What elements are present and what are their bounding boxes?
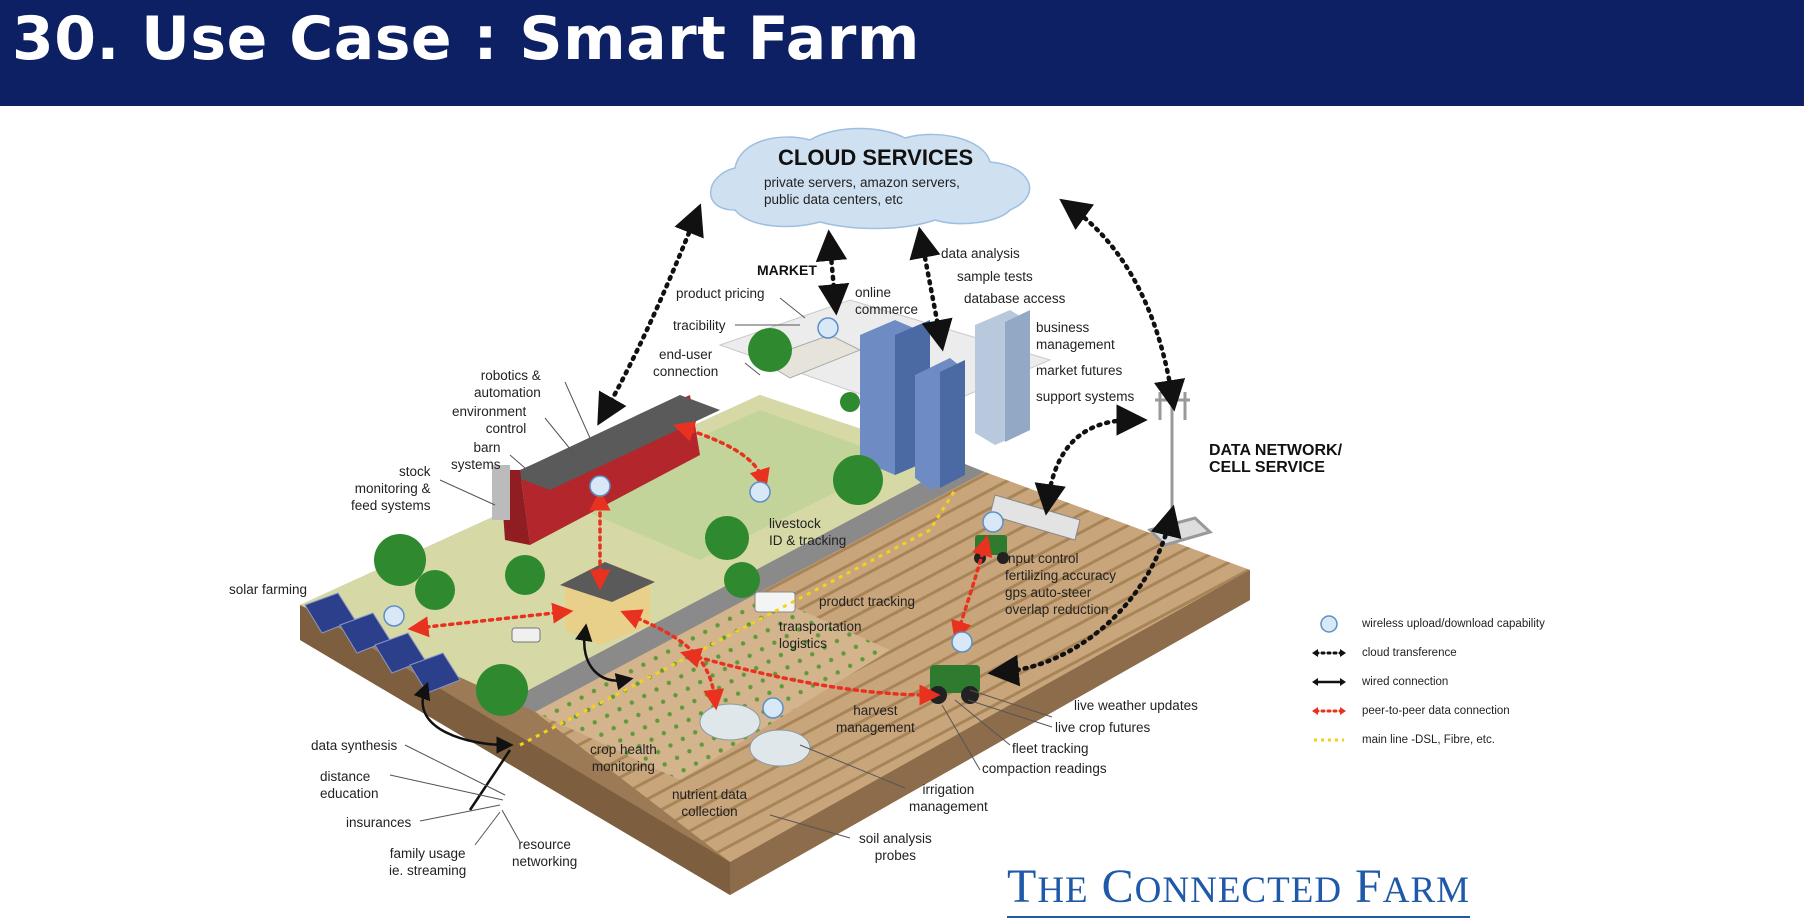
label-compaction-readings: compaction readings: [982, 761, 1107, 776]
label-product-tracking: product tracking: [819, 594, 916, 609]
label-live-crop-futures: live crop futures: [1055, 720, 1151, 735]
legend-label: main line -DSL, Fibre, etc.: [1362, 734, 1495, 746]
cloud-transference-arrows: [597, 198, 1186, 687]
office-buildings: [860, 310, 1030, 490]
legend-item-cloud-transference: cloud transference: [1310, 644, 1457, 662]
label-nutrient-data-collection: nutrient data collection: [672, 787, 748, 819]
trees: [374, 328, 883, 716]
wired-connections: [413, 623, 634, 811]
label-database-access: database access: [964, 291, 1066, 306]
label-crop-health-monitoring: crop health monitoring: [590, 742, 657, 774]
cloud-services-title: CLOUD SERVICES: [778, 145, 974, 170]
label-family-usage: family usage ie. streaming: [389, 846, 467, 878]
legend-label: peer-to-peer data connection: [1362, 705, 1510, 717]
cell-tower: [1147, 392, 1213, 547]
label-resource-networking: resource networking: [512, 837, 578, 869]
label-robotics-automation: robotics & automation: [474, 368, 541, 400]
legend-item-wireless: wireless upload/download capability: [1310, 615, 1545, 633]
label-transportation-logistics: transportation logistics: [779, 619, 862, 651]
label-data-network: DATA NETWORK/ CELL SERVICE: [1209, 442, 1343, 476]
label-support-systems: support systems: [1036, 389, 1135, 404]
yellow-dotted-line-icon: [1310, 731, 1348, 749]
label-online-commerce: online commerce: [855, 285, 919, 317]
label-product-pricing: product pricing: [676, 286, 765, 301]
legend-label: wired connection: [1362, 676, 1449, 688]
label-sample-tests: sample tests: [957, 269, 1033, 284]
legend-label: wireless upload/download capability: [1362, 618, 1545, 630]
ground-slab: [300, 395, 1250, 895]
label-stock-monitoring: stock monitoring & feed systems: [351, 464, 431, 513]
label-environment-control: environment control: [452, 404, 527, 436]
legend-label: cloud transference: [1362, 647, 1457, 659]
peer-to-peer-arrows: [407, 421, 993, 711]
page-title: 30. Use Case : Smart Farm: [12, 4, 920, 74]
dotted-double-arrow-icon: [1310, 644, 1348, 662]
legend-item-main-line: main line -DSL, Fibre, etc.: [1310, 731, 1495, 749]
connected-farm-logo: THE CONNECTED FARM: [1007, 862, 1471, 918]
irrigation-pivots: [699, 703, 811, 767]
legend-item-wired: wired connection: [1310, 673, 1448, 691]
label-input-control: input control fertilizing accuracy gps a…: [1005, 551, 1117, 617]
red-dotted-double-arrow-icon: [1310, 702, 1348, 720]
label-irrigation-management: irrigation management: [909, 782, 988, 814]
label-distance-education: distance education: [320, 769, 379, 801]
label-harvest-management: harvest management: [836, 703, 915, 735]
cloud-services-subtitle: private servers, amazon servers, public …: [764, 175, 960, 207]
label-data-analysis: data analysis: [941, 246, 1020, 261]
title-bar: 30. Use Case : Smart Farm: [0, 0, 1804, 106]
legend-item-peer-to-peer: peer-to-peer data connection: [1310, 702, 1510, 720]
wireless-icon: [1310, 615, 1348, 633]
label-business-management: business management: [1036, 320, 1115, 352]
label-solar-farming: solar farming: [229, 582, 308, 597]
label-tracibility: tracibility: [673, 318, 726, 333]
label-data-synthesis: data synthesis: [311, 738, 398, 753]
label-insurances: insurances: [346, 815, 412, 830]
wireless-icons: [383, 317, 1004, 719]
label-end-user-connection: end-user connection: [653, 347, 719, 379]
label-fleet-tracking: fleet tracking: [1012, 741, 1089, 756]
label-live-weather-updates: live weather updates: [1074, 698, 1198, 713]
label-barn-systems: barn systems: [451, 440, 501, 472]
solid-double-arrow-icon: [1310, 673, 1348, 691]
cloud-shape: [709, 127, 1031, 230]
label-market: MARKET: [757, 262, 817, 278]
label-market-futures: market futures: [1036, 363, 1123, 378]
label-soil-analysis-probes: soil analysis probes: [859, 831, 932, 863]
label-livestock-tracking: livestock ID & tracking: [769, 516, 847, 548]
label-leader-lines: [389, 297, 1053, 846]
